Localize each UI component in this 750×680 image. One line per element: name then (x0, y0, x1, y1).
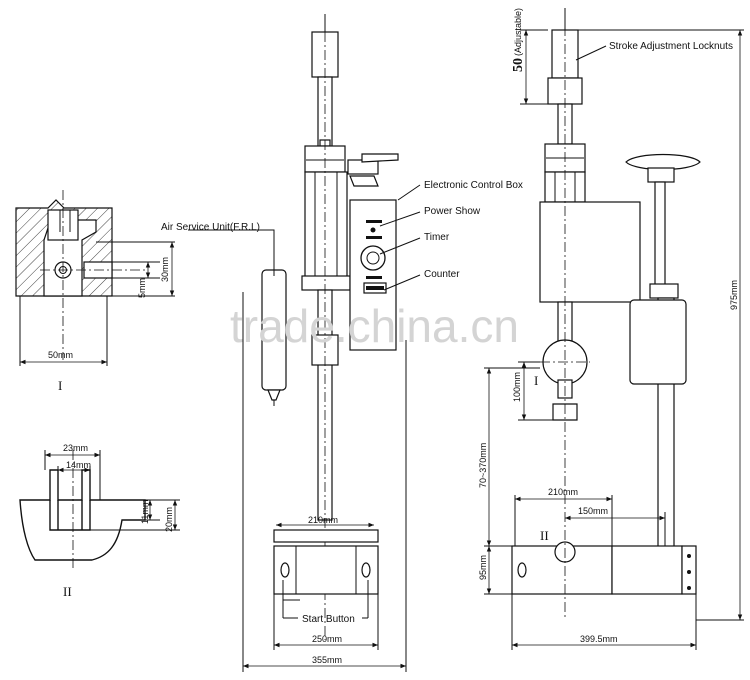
counter-label: Counter (424, 269, 460, 280)
power-show-led (370, 227, 376, 233)
side-height-dim: 975mm (729, 280, 739, 310)
detail-i-width-label: 50mm (48, 350, 73, 360)
detail-i: 50mm 30mm 5mm I (15, 190, 175, 393)
detail-ii-depth-label: 20mm (164, 507, 174, 532)
detail-ii-slot-label: 11mm (140, 500, 150, 524)
side-range-dim: 70~370mm (478, 443, 488, 488)
front-base (273, 545, 379, 595)
side-depth-dim: 399.5mm (580, 634, 618, 644)
start-button-label: Start Button (302, 614, 355, 625)
start-button-right (361, 562, 371, 578)
air-service-unit-label: Air Service Unit(F.R.L) (161, 222, 260, 233)
side-handwheel (625, 153, 701, 171)
side-roman-i: I (534, 373, 538, 388)
detail-ii-outer-label: 23mm (63, 443, 88, 453)
side-cylinder (629, 299, 687, 385)
watermark: trade.china.cn (230, 300, 519, 352)
side-view: 50 (Adjustable) Stroke Adjustment Locknu… (478, 8, 744, 650)
detail-ii-roman: II (63, 584, 72, 599)
side-center-dim: 150mm (578, 506, 608, 516)
side-table-dim: 210mm (548, 487, 578, 497)
side-stroke-dim: 100mm (512, 372, 522, 402)
timer-label: Timer (424, 232, 450, 243)
side-roman-ii: II (540, 528, 549, 543)
stroke-locknuts-label: Stroke Adjustment Locknuts (609, 41, 733, 52)
detail-i-hole-label: 5mm (137, 278, 147, 298)
start-button-left (280, 562, 290, 578)
detail-ii-inner-label: 14mm (66, 460, 91, 470)
timer-dial (360, 245, 386, 271)
detail-ii: 23mm 14mm 11mm 20mm II (19, 443, 180, 599)
front-total-dim: 355mm (312, 655, 342, 665)
front-view: Air Service Unit(F.R.L) Electronic Contr… (161, 14, 523, 672)
control-box-label: Electronic Control Box (424, 180, 523, 191)
side-body (539, 201, 641, 303)
front-table-dim: 210mm (308, 515, 338, 525)
front-cylinder (304, 171, 348, 288)
side-base-dim: 95mm (478, 555, 488, 580)
front-handwheel (361, 153, 399, 163)
front-base-dim: 250mm (312, 634, 342, 644)
adjustable-value: 50 (511, 58, 526, 72)
detail-i-height-label: 30mm (160, 257, 170, 282)
power-show-label: Power Show (424, 206, 481, 217)
detail-i-roman: I (58, 378, 62, 393)
electronic-control-box (349, 199, 397, 351)
adjustable-note: (Adjustable) (513, 8, 523, 56)
